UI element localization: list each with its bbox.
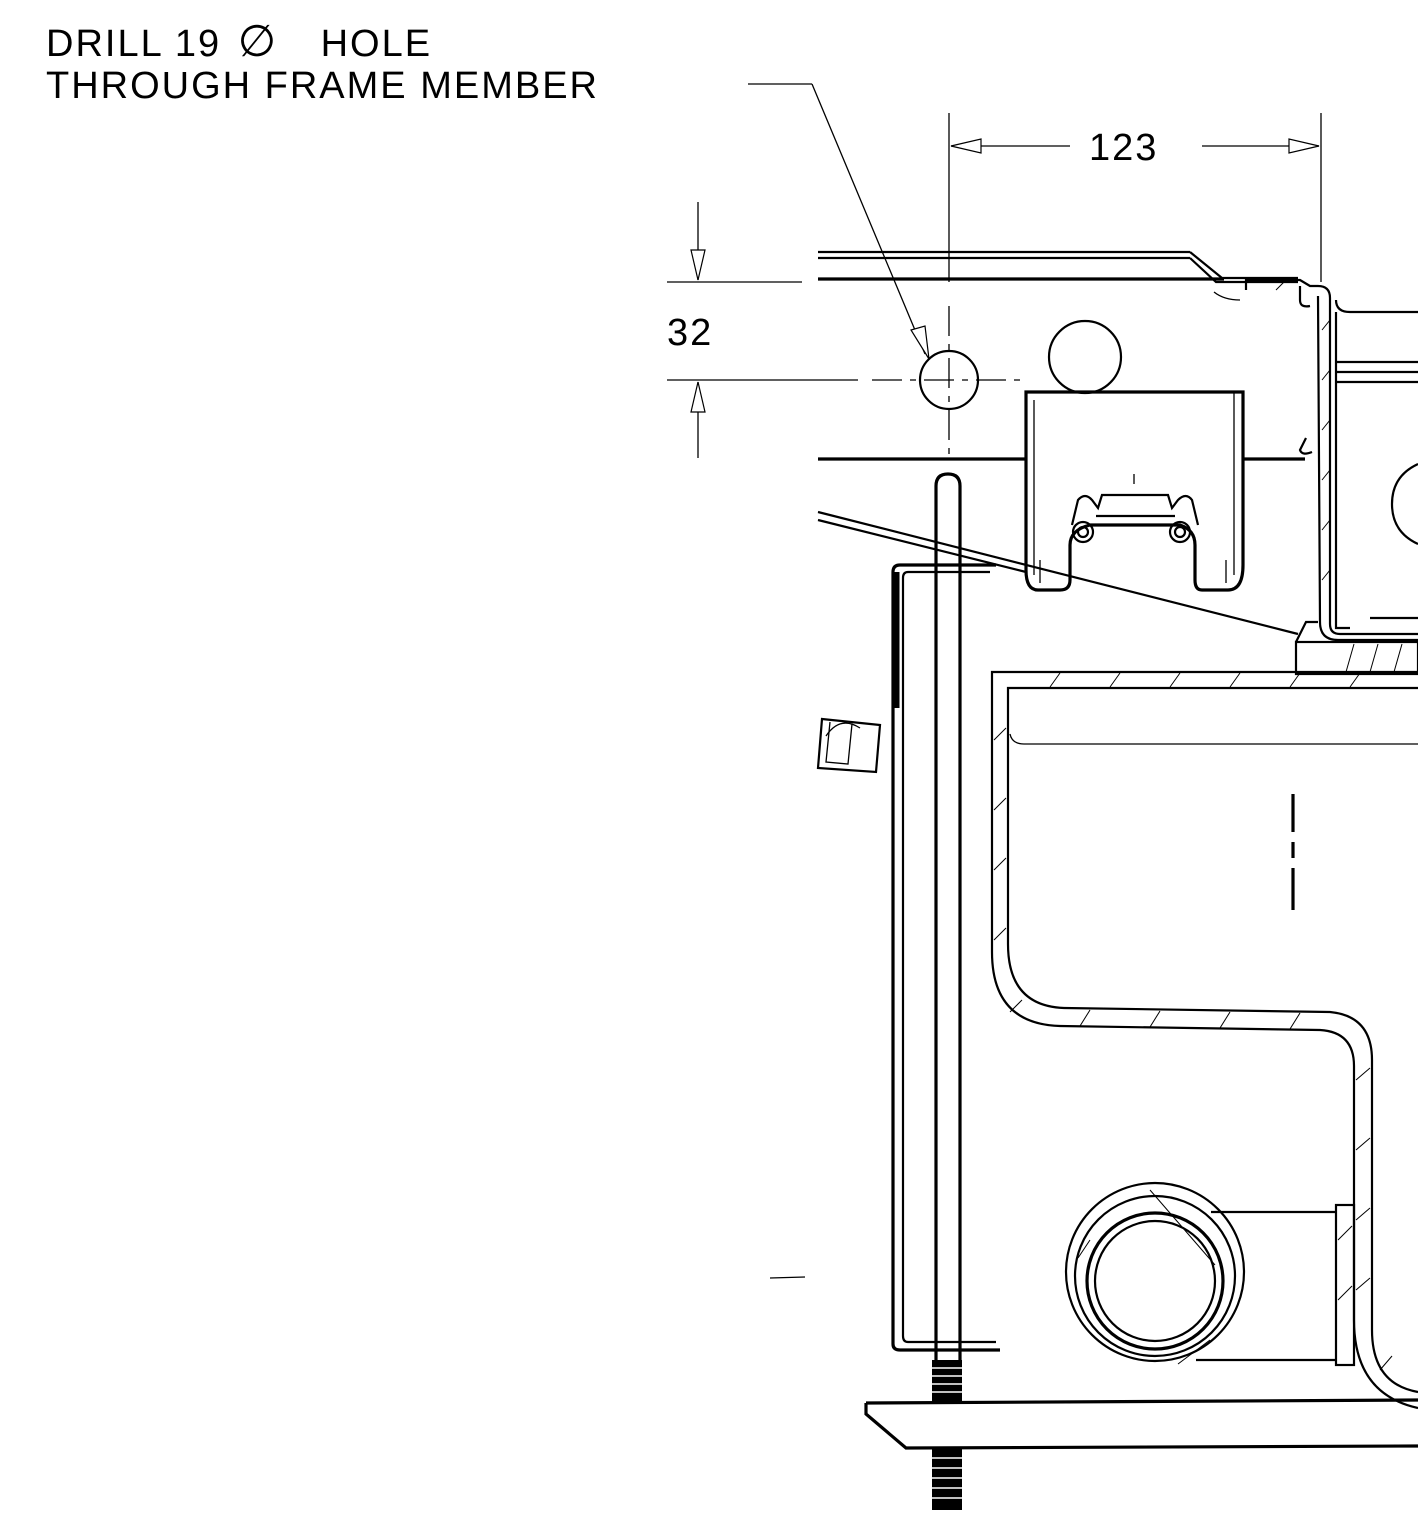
- vertical-rod: [932, 472, 962, 1510]
- diameter-symbol: ∅: [237, 17, 279, 66]
- outlet-fitting: [1064, 1181, 1356, 1367]
- dimension-123: 123: [948, 113, 1322, 282]
- dimension-32-label: 32: [667, 312, 713, 354]
- drill-note-prefix: DRILL 19: [46, 23, 222, 65]
- drill-note-suffix: HOLE: [320, 23, 433, 65]
- frame-member: [817, 250, 1305, 636]
- drill-hole: [872, 306, 1026, 458]
- dimension-32: 32: [667, 202, 858, 458]
- side-panel: [769, 563, 1000, 1352]
- dimension-123-label: 123: [1089, 127, 1158, 169]
- side-bracket: [1244, 278, 1418, 642]
- drill-note-line-2: THROUGH FRAME MEMBER: [46, 65, 599, 107]
- hanger-clip: [1024, 390, 1245, 592]
- drill-note-leader: [748, 83, 930, 360]
- body-casing: [990, 620, 1418, 1410]
- base-plate: [864, 1398, 1418, 1450]
- drill-note-line-1: DRILL 19 ∅ HOLE: [46, 20, 432, 64]
